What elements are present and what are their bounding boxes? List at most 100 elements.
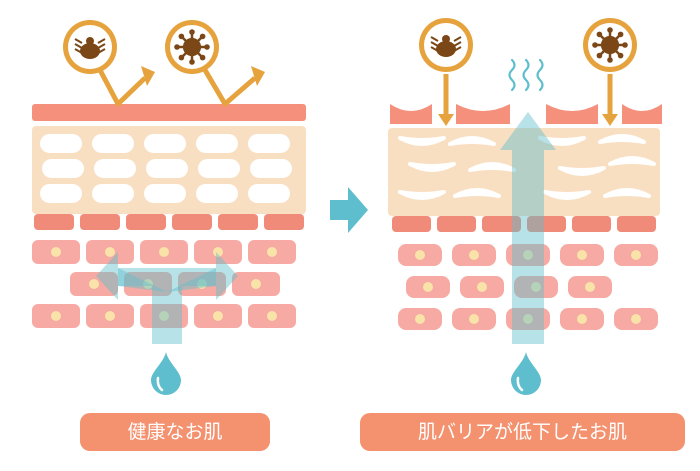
band-cell: [218, 214, 258, 230]
drop-highlight: [156, 376, 164, 392]
cell-nucleus: [251, 279, 261, 289]
virus-tip: [204, 44, 210, 50]
broken-lipid-cell: [538, 136, 586, 146]
down-arrow-head: [602, 114, 618, 126]
cell-nucleus: [631, 314, 641, 324]
arrow-right-icon: [330, 187, 368, 233]
virus-icon: [165, 20, 219, 74]
cell-nucleus: [51, 311, 61, 321]
tick-leg: [430, 46, 439, 52]
cell-nucleus: [105, 311, 115, 321]
tick-head: [86, 37, 94, 45]
cell-nucleus: [631, 250, 641, 260]
cell-nucleus: [423, 282, 433, 292]
virus-tip: [617, 52, 624, 59]
tick-leg: [74, 38, 83, 44]
water-drop-icon: [151, 352, 181, 395]
caption-healthy-skin: 健康なお肌: [80, 413, 270, 451]
cell-nucleus: [105, 247, 115, 257]
broken-lipid-cell: [468, 162, 516, 172]
barrier-top-layer-damaged: [390, 104, 662, 124]
cell-nucleus: [51, 247, 61, 257]
virus-tip: [596, 52, 603, 59]
down-arrow-head: [438, 114, 454, 126]
cell-nucleus: [213, 247, 223, 257]
broken-lipid-cell: [398, 136, 446, 146]
tick-leg: [453, 41, 462, 47]
deflect-head: [251, 66, 265, 86]
deflection-arrows: [97, 66, 265, 107]
lower-cell-group: [398, 244, 658, 330]
cell-nucleus: [469, 314, 479, 324]
steam-wave: [536, 58, 544, 92]
lipid-cell: [40, 184, 82, 203]
moisture-retention-arrows: [96, 252, 238, 344]
damaged-top-segment: [622, 104, 662, 124]
lipid-cell: [40, 134, 82, 153]
cell-nucleus: [531, 282, 541, 292]
broken-lipid-cell: [608, 156, 656, 166]
virus-tip: [189, 29, 195, 35]
arrow-stem: [152, 286, 182, 344]
lipid-cell: [248, 184, 290, 203]
lipid-cell: [42, 159, 84, 178]
lipid-cell: [94, 159, 136, 178]
steam-wave: [522, 58, 530, 92]
tick-leg: [430, 36, 439, 42]
virus-tip: [199, 54, 206, 61]
broken-lipid-cell: [408, 162, 456, 172]
band-cell: [80, 214, 120, 230]
band-cell: [264, 214, 304, 230]
virus-tip: [178, 54, 185, 61]
damaged-skin-panel: [388, 18, 662, 395]
dark-cell-band: [392, 216, 656, 232]
cell-nucleus: [415, 250, 425, 260]
tick-head: [442, 35, 450, 43]
cell-nucleus: [267, 311, 277, 321]
band-cell: [617, 216, 656, 232]
virus-tip: [174, 44, 180, 50]
lipid-cell: [196, 184, 238, 203]
lipid-cell: [92, 134, 134, 153]
virus-tip: [607, 27, 613, 33]
lipid-cell: [248, 134, 290, 153]
tick-body: [436, 41, 456, 57]
virus-tip: [189, 59, 195, 65]
cell-nucleus: [585, 282, 595, 292]
cell-nucleus: [213, 311, 223, 321]
up-arrow-shape: [500, 112, 556, 344]
virus-tip: [622, 42, 628, 48]
virus-tip: [617, 31, 624, 38]
broken-lipid-cell: [543, 190, 591, 200]
virus-tip: [607, 57, 613, 63]
lower-cell-group: [32, 240, 296, 328]
lipid-cell: [250, 159, 292, 178]
broken-lipid-cell: [598, 134, 646, 144]
caption-damaged-skin: 肌バリアが低下したお肌: [360, 413, 685, 451]
band-cell: [572, 216, 611, 232]
broken-lipid-cell: [603, 188, 651, 198]
virus-core-top: [183, 38, 201, 56]
cell-nucleus: [143, 279, 153, 289]
deflect-line: [97, 68, 147, 107]
tick-leg: [74, 43, 83, 49]
virus-icon: [583, 18, 637, 72]
band-cell: [172, 214, 212, 230]
penetration-arrows: [438, 74, 618, 126]
lipid-cell: [146, 159, 188, 178]
drop-shape: [151, 352, 181, 395]
arrow-shape: [330, 187, 368, 233]
steam-icon: [508, 58, 544, 92]
lipid-cell: [198, 159, 240, 178]
dark-cell-band: [34, 214, 304, 230]
cell-nucleus: [159, 247, 169, 257]
virus-tip: [199, 33, 206, 40]
broken-lipid-cell: [453, 188, 501, 198]
band-cell: [392, 216, 431, 232]
lipid-cell: [144, 134, 186, 153]
deflect-head: [141, 66, 155, 86]
lipid-cells-group: [40, 134, 292, 203]
band-cell: [482, 216, 521, 232]
cell-nucleus: [197, 279, 207, 289]
